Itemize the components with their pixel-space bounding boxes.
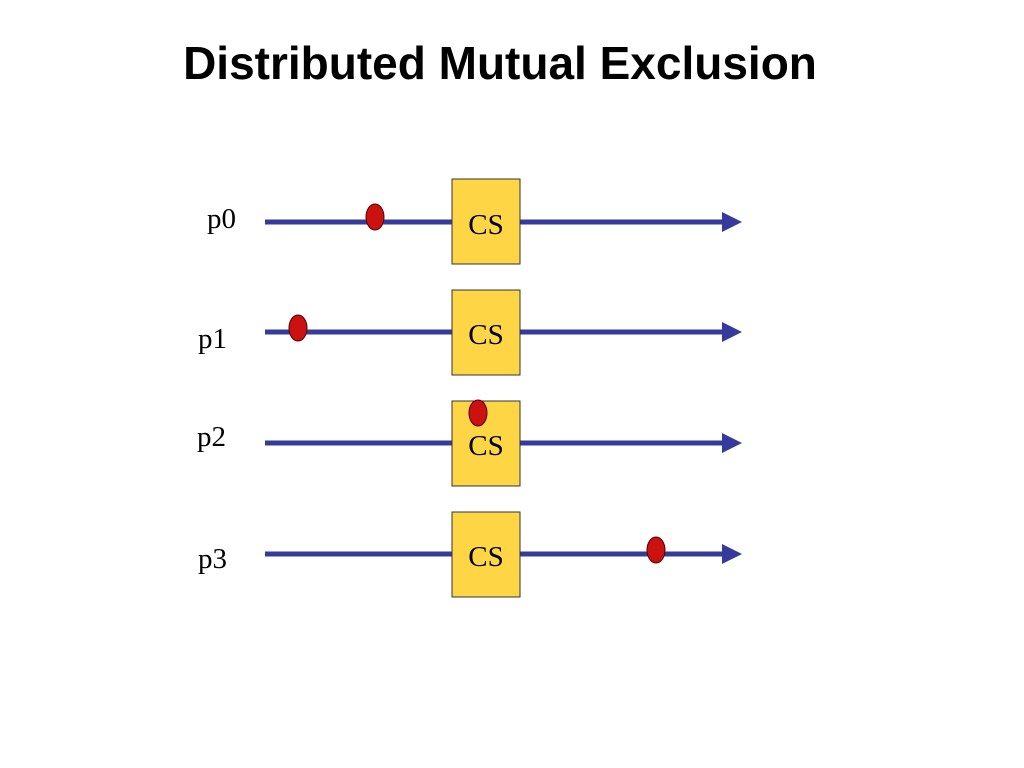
process-row-p2: p2 CS [197, 399, 742, 487]
timeline-arrow-p0 [722, 212, 742, 232]
timeline-arrow-p1 [722, 322, 742, 342]
process-token-p2 [468, 399, 488, 427]
critical-section-box-p0 [451, 178, 521, 265]
process-label-p1: p1 [198, 323, 227, 355]
process-row-p1: p1 CS [198, 289, 742, 376]
slide-title: Distributed Mutual Exclusion [183, 37, 817, 89]
process-label-p3: p3 [198, 543, 227, 575]
critical-section-label-p2: CS [468, 430, 503, 462]
critical-section-label-p3: CS [468, 541, 503, 573]
process-token-p3 [646, 536, 666, 564]
critical-section-label-p1: CS [468, 319, 503, 351]
process-label-p0: p0 [207, 203, 236, 235]
process-row-p0: p0 CS [207, 178, 742, 265]
timeline-arrow-p3 [722, 544, 742, 564]
process-row-p3: p3 CS [198, 511, 742, 598]
process-label-p2: p2 [197, 421, 226, 453]
critical-section-label-p0: CS [468, 209, 503, 241]
critical-section-box-p3 [451, 511, 521, 598]
process-token-p1 [288, 314, 308, 342]
process-token-p0 [365, 203, 385, 231]
timeline-arrow-p2 [722, 433, 742, 453]
critical-section-box-p1 [451, 289, 521, 376]
